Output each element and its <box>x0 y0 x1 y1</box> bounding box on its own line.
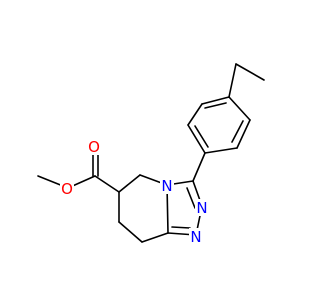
bond-c6-carboxyl <box>94 175 120 193</box>
bond-benzene-1-inner <box>204 102 227 109</box>
bond-c7-c8 <box>118 221 143 243</box>
bond-benzene-3 <box>187 124 206 154</box>
bond-benzene-5 <box>236 119 251 149</box>
bond-benzene-1 <box>201 96 230 105</box>
bond-benzene-3-inner <box>194 125 209 148</box>
bond-c8-c8a <box>141 232 169 243</box>
label-bg-n1 <box>189 228 203 245</box>
bond-ethyl-ch2 <box>228 63 237 98</box>
atom-carbonyl-o: O <box>88 138 100 156</box>
bond-benzene-2 <box>187 103 203 126</box>
label-bg-ester-o <box>60 180 74 197</box>
bond-c3-n2-inner <box>186 187 196 209</box>
label-bg-n4 <box>160 177 174 194</box>
bond-benzene-4 <box>204 147 238 154</box>
bond-c5-c6 <box>118 174 141 193</box>
atom-n2: N <box>196 199 207 217</box>
bond-n1-c8a-inner <box>171 226 191 229</box>
label-bg-n2 <box>195 199 209 216</box>
atom-n4: N <box>161 177 172 195</box>
bond-aryl-triazole <box>192 152 206 182</box>
molecule-structure: O O N N N <box>37 63 265 246</box>
structure-canvas: O O N N N <box>37 63 265 246</box>
bond-benzene-5-inner <box>231 120 244 143</box>
atom-ester-o: O <box>61 180 73 198</box>
label-bg-carbonyl-o <box>87 138 101 155</box>
atom-n1: N <box>190 228 201 246</box>
bond-ethyl-ch3 <box>235 63 265 81</box>
bond-benzene-6 <box>228 96 251 121</box>
